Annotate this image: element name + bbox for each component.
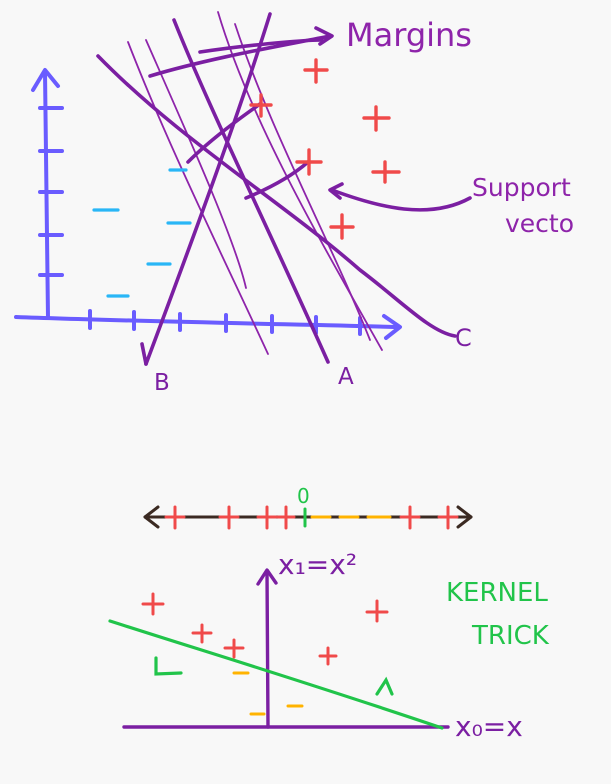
label-line-b: B bbox=[154, 370, 170, 396]
separating-lines bbox=[96, 12, 472, 366]
margin-line-3 bbox=[145, 39, 247, 289]
plus-point-4 bbox=[295, 148, 323, 176]
zero-label: 0 bbox=[297, 484, 310, 508]
label-line-a: A bbox=[338, 364, 354, 390]
bottom-axes bbox=[122, 568, 450, 729]
line-b-hook bbox=[140, 342, 148, 366]
plus-point-1 bbox=[303, 58, 329, 84]
top-axes bbox=[14, 68, 402, 340]
kernel-arrow-right bbox=[375, 676, 394, 696]
line-plus-1 bbox=[164, 505, 186, 530]
top-x-axis bbox=[14, 315, 400, 329]
plus-point-5 bbox=[371, 160, 401, 184]
line-a bbox=[172, 18, 330, 364]
support-pointer-head bbox=[328, 182, 344, 200]
plus-point-3 bbox=[362, 105, 391, 132]
line-plus-6 bbox=[437, 505, 459, 530]
top-minus-points bbox=[92, 168, 192, 298]
line-plus-2 bbox=[218, 505, 240, 530]
margins-arrow-head bbox=[314, 26, 334, 46]
support-link-1 bbox=[186, 102, 262, 164]
kernel-label-1: KERNEL bbox=[446, 578, 548, 608]
kernel-label-2: TRICK bbox=[471, 621, 550, 651]
bottom-minus-points bbox=[232, 671, 304, 716]
top-plus-points bbox=[249, 58, 401, 240]
line-c bbox=[96, 54, 457, 338]
bottom-plus-3 bbox=[223, 638, 245, 659]
margins-arrow-lower bbox=[198, 38, 324, 54]
margin-line-1 bbox=[127, 41, 269, 355]
kernel-separator bbox=[108, 619, 444, 730]
bottom-plus-points bbox=[141, 592, 389, 666]
label-margins: Margins bbox=[346, 16, 472, 54]
bottom-y-label: x₁=x² bbox=[278, 548, 357, 581]
margin-line-4 bbox=[234, 23, 371, 341]
bottom-y-axis bbox=[265, 570, 270, 729]
top-x-axis-arrow bbox=[382, 314, 402, 340]
line-b bbox=[144, 12, 272, 366]
bottom-plus-2 bbox=[191, 623, 213, 644]
bottom-y-axis-arrow bbox=[256, 568, 278, 586]
support-link-2 bbox=[244, 160, 310, 200]
number-line-right-arrow bbox=[456, 505, 473, 529]
label-support-1: Support bbox=[472, 173, 571, 202]
label-support-2: vecto bbox=[505, 209, 574, 238]
number-line-pluses bbox=[164, 505, 459, 530]
line-plus-3 bbox=[256, 505, 278, 530]
support-pointer bbox=[330, 188, 472, 212]
kernel-arrow-left bbox=[154, 656, 183, 676]
label-line-c: C bbox=[455, 324, 472, 352]
bottom-plus-1 bbox=[141, 592, 165, 616]
line-plus-4 bbox=[276, 505, 296, 530]
kernel-line bbox=[108, 619, 444, 730]
bottom-plus-4 bbox=[365, 599, 389, 623]
number-line-left-arrow bbox=[143, 505, 160, 529]
number-line bbox=[143, 505, 473, 530]
bottom-x-label: x₀=x bbox=[455, 710, 523, 743]
top-y-axis-arrow bbox=[31, 68, 60, 92]
plus-point-2 bbox=[249, 93, 273, 118]
bottom-plus-5 bbox=[318, 646, 338, 666]
plus-point-6 bbox=[329, 213, 355, 240]
line-plus-5 bbox=[399, 505, 421, 530]
